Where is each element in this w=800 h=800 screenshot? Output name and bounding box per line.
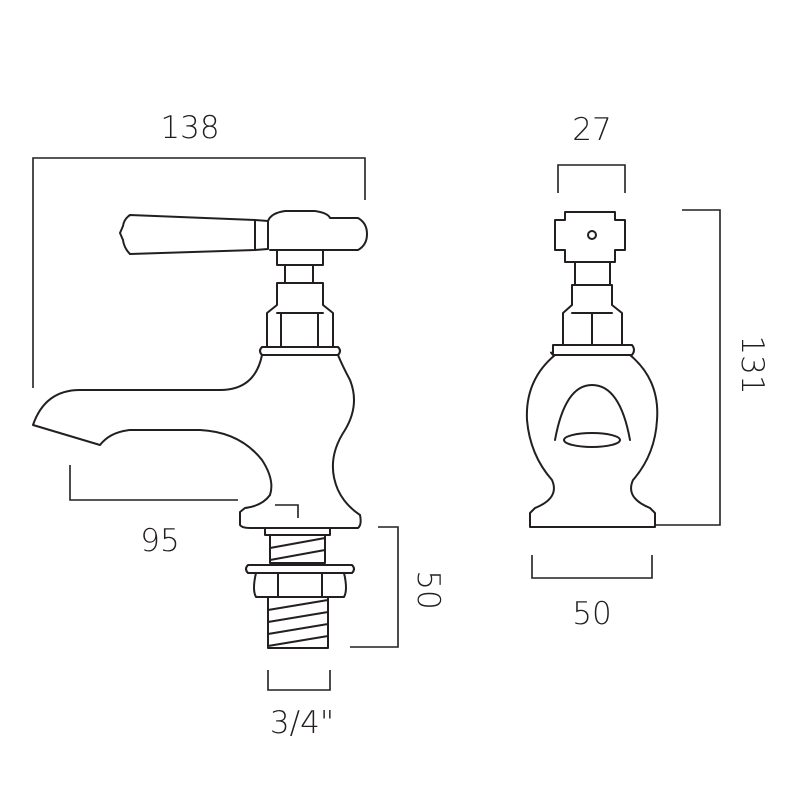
front-stem	[574, 261, 611, 286]
dimension-shank-length: 50	[350, 526, 446, 648]
spout-opening	[554, 384, 631, 441]
aerator	[563, 432, 621, 448]
handle-screw	[587, 230, 597, 240]
front-collar	[550, 344, 635, 356]
base-width-label: 50	[572, 596, 611, 632]
collar	[259, 346, 341, 356]
spout-reach-label: 95	[140, 523, 179, 559]
shank-fitting	[245, 527, 355, 649]
overall-height-label: 131	[734, 335, 770, 394]
front-view-tap	[525, 211, 659, 528]
handle-width-label: 27	[572, 112, 611, 148]
side-view-tap	[32, 210, 368, 649]
shank-length-label: 50	[410, 570, 446, 609]
dimension-overall-height: 131	[655, 209, 770, 526]
stem	[276, 249, 324, 284]
overall-length-label: 138	[160, 110, 219, 146]
handle-head	[554, 211, 626, 263]
thread-size-label: 3/4"	[270, 705, 334, 741]
lever-handle	[119, 210, 368, 255]
dimension-thread-size: 3/4"	[267, 670, 334, 741]
dimension-spout-reach: 95	[69, 465, 299, 559]
dimension-handle-width: 27	[557, 112, 626, 193]
upper-nut	[266, 282, 334, 348]
body-and-spout	[32, 354, 362, 529]
front-nut	[562, 284, 623, 346]
front-body	[525, 354, 659, 528]
dimension-base-width: 50	[531, 555, 653, 632]
dimension-overall-length: 138	[32, 110, 366, 388]
